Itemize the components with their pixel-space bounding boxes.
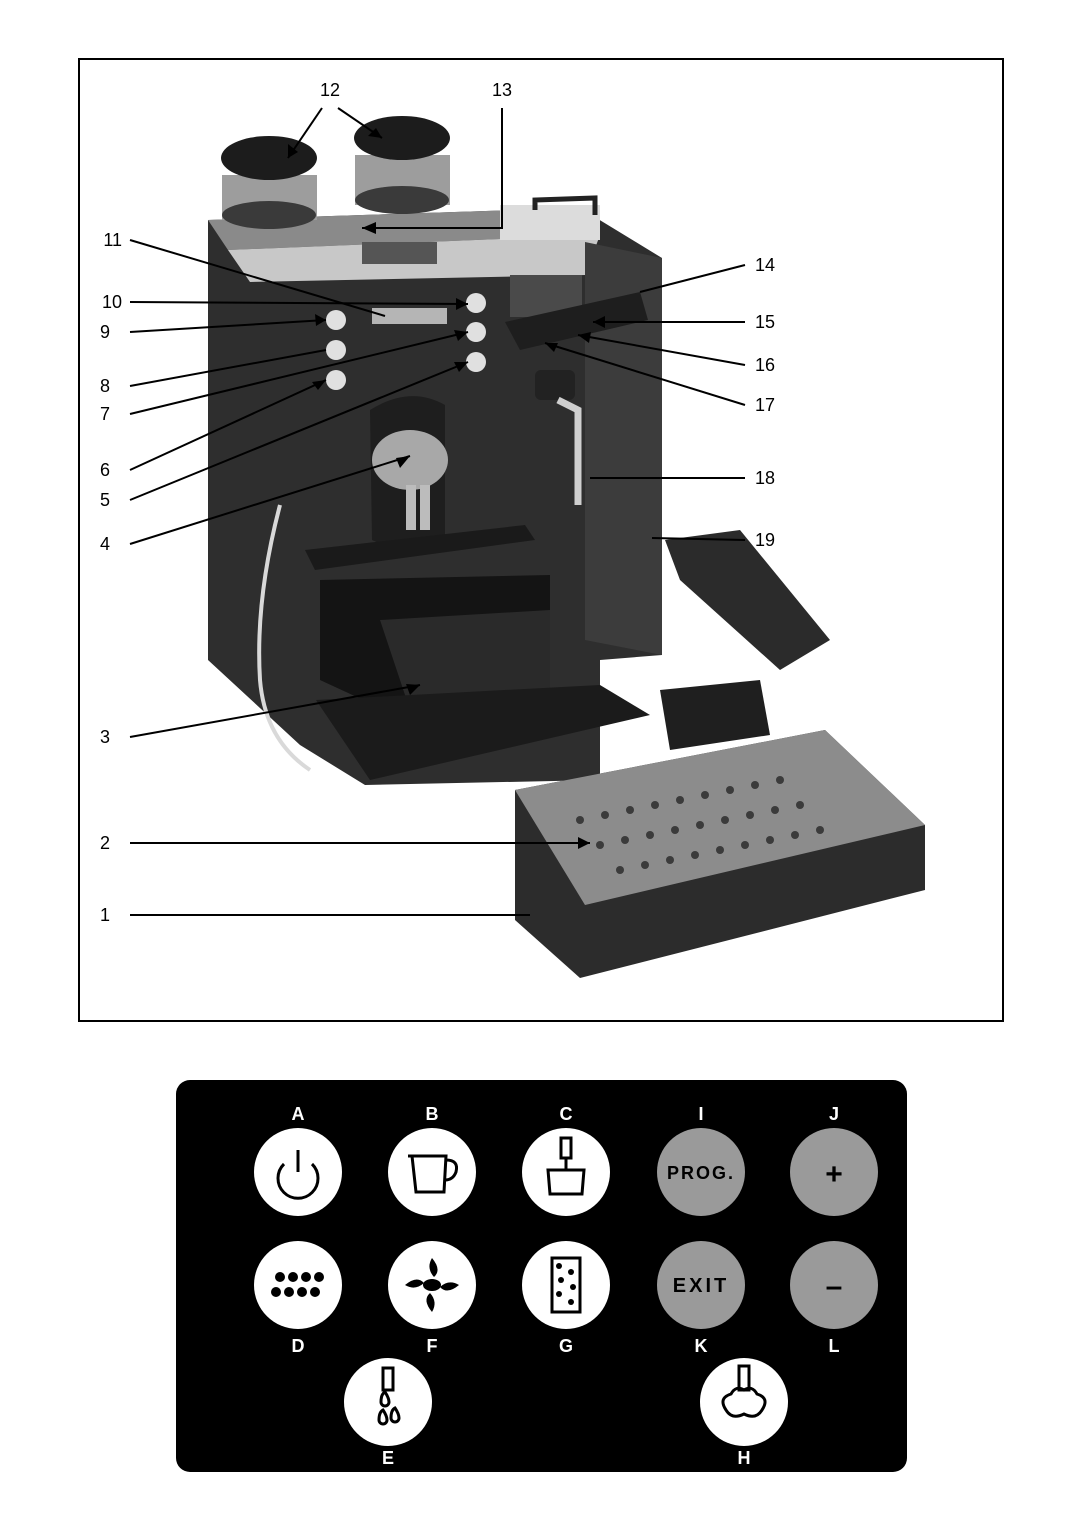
machine-diagram: 12 13 11 10 9 8 7 6 5 4 3 2 1 14 15 16 1…	[100, 80, 925, 978]
callout-3: 3	[100, 727, 110, 747]
cup-spout-icon	[546, 1136, 586, 1196]
letter-c: C	[560, 1104, 573, 1124]
letter-a: A	[292, 1104, 305, 1124]
grinder-icon	[550, 1256, 582, 1314]
prog-button[interactable]: PROG.	[657, 1128, 745, 1216]
hot-water-button[interactable]	[344, 1358, 432, 1446]
grinder-button[interactable]	[522, 1241, 610, 1329]
bean-swirl-button[interactable]	[388, 1241, 476, 1329]
power-button[interactable]	[254, 1128, 342, 1216]
plus-label: +	[825, 1158, 843, 1191]
callout-1: 1	[100, 905, 110, 925]
callout-18: 18	[755, 468, 775, 488]
bean-container-left	[221, 136, 317, 229]
power-icon	[276, 1150, 320, 1200]
callout-14: 14	[755, 255, 775, 275]
letter-k: K	[695, 1336, 708, 1356]
callout-5: 5	[100, 490, 110, 510]
letter-h: H	[738, 1448, 751, 1468]
hot-water-icon	[377, 1366, 401, 1426]
callout-10: 10	[102, 292, 122, 312]
coffee-machine-illustration	[208, 116, 925, 978]
letter-e: E	[382, 1448, 394, 1468]
steam-icon	[721, 1364, 767, 1418]
cup-spout-button[interactable]	[522, 1128, 610, 1216]
bean-container-right	[354, 116, 450, 214]
letter-d: D	[292, 1336, 305, 1356]
callout-12: 12	[320, 80, 340, 100]
letter-f: F	[427, 1336, 438, 1356]
steam-button[interactable]	[700, 1358, 788, 1446]
machine-diagram-frame: 12 13 11 10 9 8 7 6 5 4 3 2 1 14 15 16 1…	[78, 58, 1004, 1022]
plus-button[interactable]: +	[790, 1128, 878, 1216]
callout-7: 7	[100, 404, 110, 424]
drops-button[interactable]	[254, 1241, 342, 1329]
letter-g: G	[559, 1336, 573, 1356]
exit-button[interactable]: EXIT	[657, 1241, 745, 1329]
callout-8: 8	[100, 376, 110, 396]
letter-j: J	[829, 1104, 839, 1124]
callout-15: 15	[755, 312, 775, 332]
callout-2: 2	[100, 833, 110, 853]
callout-19: 19	[755, 530, 775, 550]
jug-button[interactable]	[388, 1128, 476, 1216]
callout-11: 11	[103, 230, 122, 250]
control-panel-buttons: A B C I J	[254, 1104, 878, 1468]
callout-4: 4	[100, 534, 110, 554]
letter-l: L	[829, 1336, 840, 1356]
jug-icon	[408, 1154, 458, 1194]
prog-label: PROG.	[667, 1163, 735, 1183]
callout-16: 16	[755, 355, 775, 375]
callout-13: 13	[492, 80, 512, 100]
drops-icon	[271, 1272, 324, 1297]
minus-label: –	[826, 1270, 843, 1303]
callout-9: 9	[100, 322, 110, 342]
exit-label: EXIT	[673, 1275, 729, 1297]
callout-6: 6	[100, 460, 110, 480]
letter-i: I	[698, 1104, 703, 1124]
bean-swirl-icon	[405, 1258, 459, 1312]
letter-b: B	[426, 1104, 439, 1124]
control-panel: A B C I J	[176, 1080, 907, 1472]
minus-button[interactable]: –	[790, 1241, 878, 1329]
callout-17: 17	[755, 395, 775, 415]
callout-arrowheads	[288, 128, 605, 849]
